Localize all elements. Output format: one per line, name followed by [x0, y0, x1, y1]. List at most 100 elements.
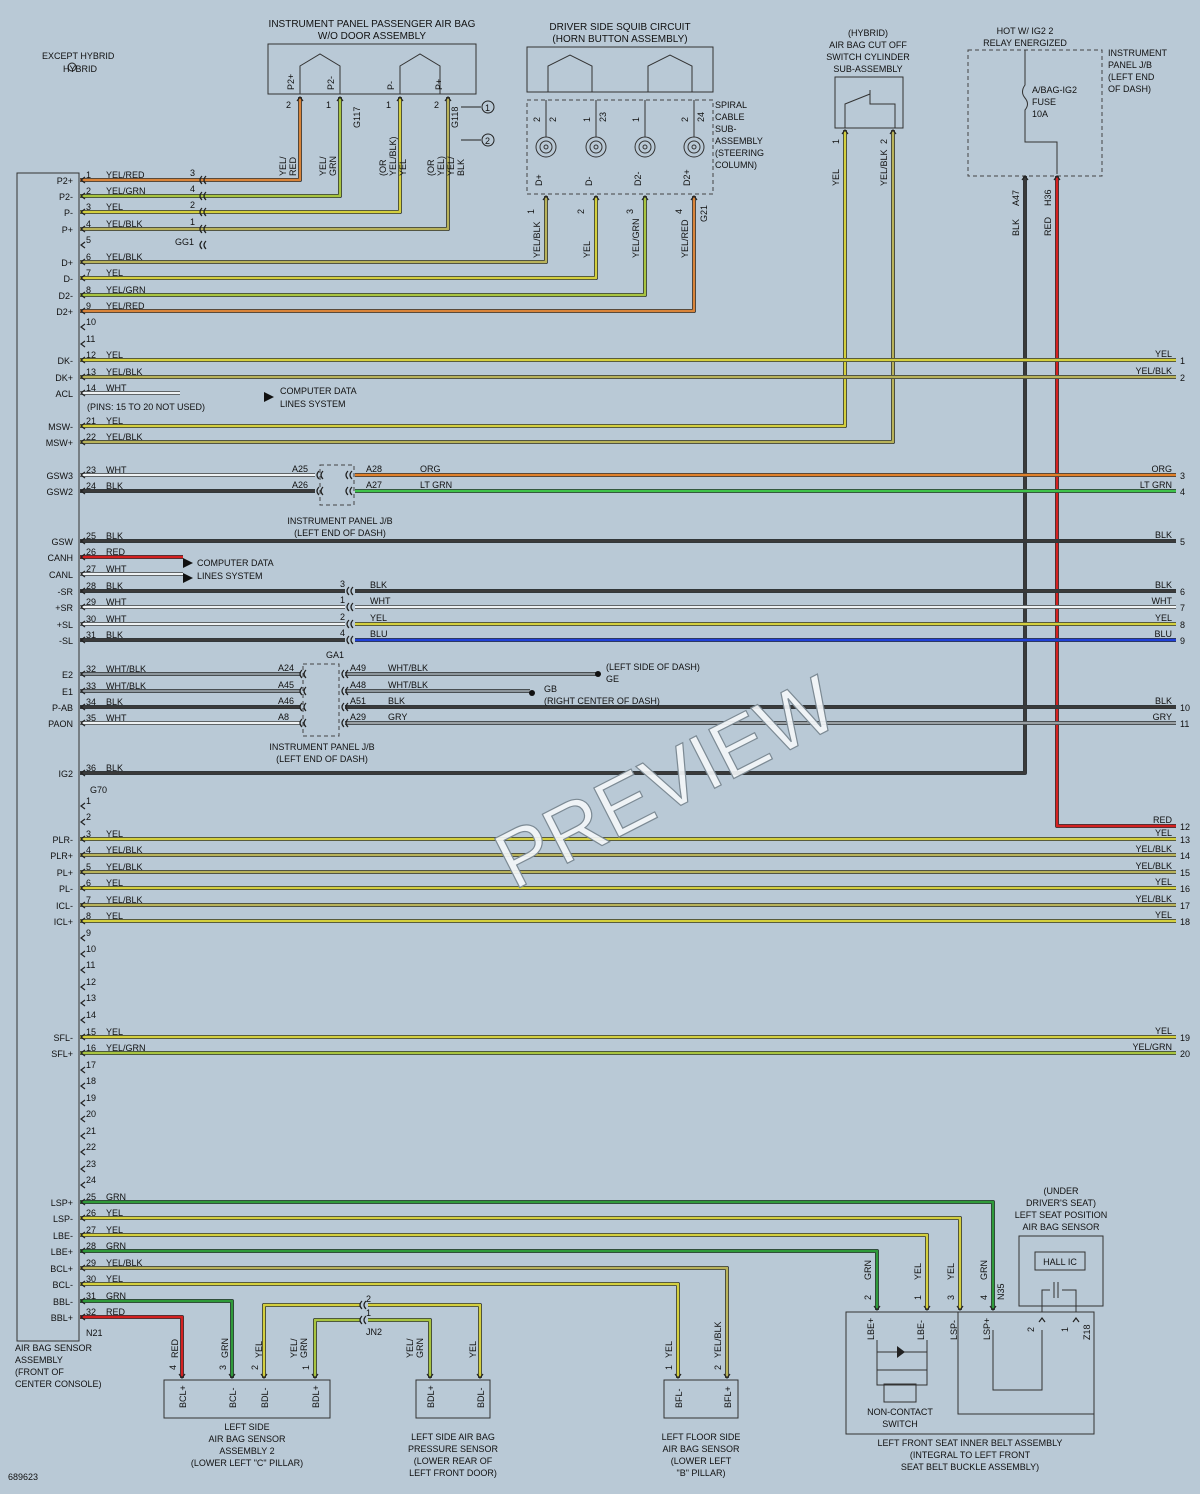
- gg1-num: 3: [190, 168, 195, 178]
- spiral-top-num: 1: [582, 117, 592, 122]
- pin-mark: [336, 96, 344, 102]
- seatpos-num: 2: [1026, 1327, 1036, 1332]
- relay-title2: RELAY ENERGIZED: [983, 38, 1067, 48]
- ecu-pin-mark: [80, 1231, 86, 1239]
- right-wire-label: YEL/BLK: [1135, 861, 1172, 871]
- pressure-pin: BDL-: [476, 1387, 486, 1408]
- spiral-label: SPIRAL: [715, 100, 747, 110]
- ecu-pin-mark: [80, 241, 86, 249]
- wire-bbl-plus: [80, 1315, 184, 1378]
- jb1-pin: A26: [292, 480, 308, 490]
- ecu-wire-label: YEL: [106, 878, 123, 888]
- pass-airbag-box: [267, 43, 477, 95]
- ecu-pin-num: 15: [86, 1027, 96, 1037]
- ecu-pin-IG2: IG2: [58, 769, 73, 779]
- ecu-pin-mark: [80, 636, 86, 644]
- ecu-pin-num: 32: [86, 664, 96, 674]
- side-c-num: 2: [250, 1365, 260, 1370]
- floor-wire: YEL: [664, 1341, 674, 1358]
- ecu-pin-num: 24: [86, 1175, 96, 1185]
- ecu-wire-label: WHT/BLK: [106, 664, 146, 674]
- ecu-wire-label: WHT: [106, 383, 127, 393]
- plug-b: [203, 175, 207, 185]
- plug: [199, 175, 203, 185]
- ecu-wire-label: YEL: [106, 1274, 123, 1284]
- ecu-pin-mark: [80, 570, 86, 578]
- spiral-pin: D+: [534, 174, 544, 186]
- wire-spiral-0: [80, 196, 548, 264]
- right-term-num: 9: [1180, 636, 1185, 646]
- ecu-pin-num: 7: [86, 895, 91, 905]
- ecu-pin-num: 23: [86, 1159, 96, 1169]
- wire-bbl-plus-outline: [80, 1315, 184, 1378]
- hall-ic-box: [1034, 1251, 1086, 1271]
- plug: [341, 686, 345, 696]
- right-wire-label: RED: [1153, 815, 1173, 825]
- ecu-pin-P+: P+: [62, 225, 73, 235]
- pin-mark: [476, 1373, 484, 1379]
- ecu-pin-PL-: PL-: [59, 884, 73, 894]
- pin-mark: [674, 1373, 682, 1379]
- jb1-pin: A28: [366, 464, 382, 474]
- cutoff-switch: [844, 90, 896, 128]
- cutoff-wire-label: YEL: [831, 169, 841, 186]
- spiral-label: ASSEMBLY: [715, 136, 763, 146]
- ecu-pin-mark: [80, 851, 86, 859]
- plug: [299, 702, 303, 712]
- belt-pin: LSP+: [982, 1318, 992, 1340]
- floor-pin: BFL-: [674, 1388, 684, 1408]
- ecu-wire-label: RED: [106, 547, 126, 557]
- gg1-num: 4: [190, 184, 195, 194]
- ecu-pin-mark: [80, 176, 86, 184]
- plug-b: [320, 470, 324, 480]
- ecu-pin-num: 21: [86, 416, 96, 426]
- ecu-pin-mark: [80, 587, 86, 595]
- callout: [481, 100, 495, 114]
- plug: [345, 470, 349, 480]
- ecu-pin-mark: [80, 901, 86, 909]
- ecu-pin-mark: [80, 1214, 86, 1222]
- ecu-pin-mark: [80, 603, 86, 611]
- ecu-pin-num: 1: [86, 170, 91, 180]
- pin-mark: [311, 1373, 319, 1379]
- ground-gb-label: (RIGHT CENTER OF DASH): [544, 696, 660, 706]
- ecu-pin-P2-: P2-: [59, 192, 73, 202]
- ecu-pin-num: 2: [86, 812, 91, 822]
- plug: [199, 240, 203, 250]
- spiral-coil: [683, 136, 705, 158]
- side-c-label: AIR BAG SENSOR: [208, 1434, 286, 1444]
- plug-b: [349, 486, 353, 496]
- ecu-pin-mark: [80, 537, 86, 545]
- belt-pin: LSP-: [949, 1320, 959, 1340]
- spiral-label: SUB-: [715, 124, 737, 134]
- pin-mark: [228, 1373, 236, 1379]
- right-wire-label: YEL: [1155, 877, 1172, 887]
- spiral-label: COLUMN): [715, 160, 757, 170]
- legend-top: EXCEPT HYBRID: [42, 51, 115, 61]
- plug: [199, 224, 203, 234]
- ecu-pin-+SR: +SR: [55, 603, 73, 613]
- driver-squib-title: DRIVER SIDE SQUIB CIRCUIT: [549, 22, 690, 33]
- seatpos-box: [1018, 1235, 1104, 1307]
- side-c-pin: BCL-: [228, 1387, 238, 1408]
- floor-pin: BFL+: [723, 1386, 733, 1408]
- plug-b: [349, 470, 353, 480]
- jb1-box: [319, 464, 355, 506]
- spiral-inner-num: 23: [598, 112, 608, 122]
- relay-title: HOT W/ IG2 2: [997, 26, 1054, 36]
- ecu-pin-mark: [80, 274, 86, 282]
- fuse-label: FUSE: [1032, 97, 1056, 107]
- belt-num: 1: [913, 1295, 923, 1300]
- ecu-pin-D2-: D2-: [58, 291, 73, 301]
- cutoff-title: SUB-ASSEMBLY: [833, 64, 902, 74]
- pin-mark: [989, 1305, 997, 1311]
- ecu-pin-mark: [80, 835, 86, 843]
- right-term-num: 5: [1180, 537, 1185, 547]
- spiral-inner-num: 24: [696, 112, 706, 122]
- ecu-pin-GSW3: GSW3: [46, 471, 73, 481]
- ecu-pin-mark: [80, 1297, 86, 1305]
- right-wire-label: YEL: [1155, 613, 1172, 623]
- side-c-wire: YEL: [254, 1341, 264, 1358]
- driver-squib-title2: (HORN BUTTON ASSEMBLY): [552, 34, 687, 45]
